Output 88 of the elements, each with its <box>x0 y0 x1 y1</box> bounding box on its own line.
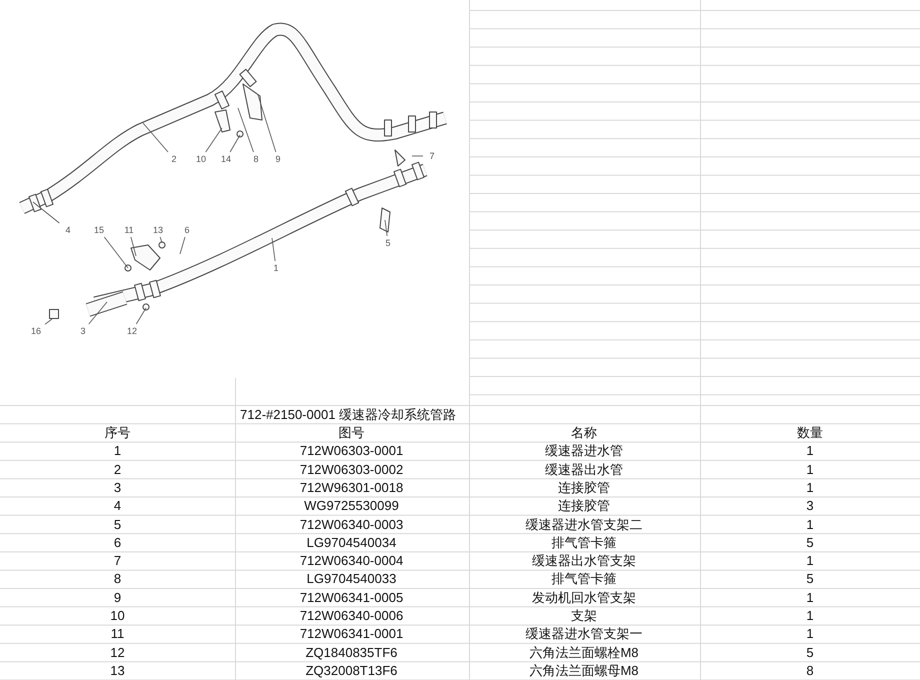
column-header: 图号 <box>338 424 366 442</box>
item-number: 1 <box>112 442 122 460</box>
part-number: 712W06303-0002 <box>298 460 404 479</box>
callout-number: 10 <box>193 153 209 165</box>
column-header: 序号 <box>104 424 132 442</box>
quantity: 1 <box>805 552 815 570</box>
leader-line <box>136 308 146 324</box>
leader-line <box>160 236 162 244</box>
leader-line <box>88 302 108 324</box>
callout-number: 12 <box>124 325 140 337</box>
item-number: 9 <box>112 588 122 607</box>
part-number: ZQ32008T13F6 <box>304 662 398 680</box>
quantity: 1 <box>805 516 815 534</box>
leader-line <box>130 236 136 256</box>
part-number: LG9704540034 <box>306 534 398 552</box>
part-number: ZQ1840835TF6 <box>304 644 398 662</box>
callout-number: 16 <box>28 325 44 337</box>
column-header: 数量 <box>796 424 824 442</box>
quantity: 5 <box>805 534 815 552</box>
table-title: 712-#2150-0001 缓速器冷却系统管路 <box>240 406 456 424</box>
quantity: 1 <box>805 442 815 460</box>
item-number: 6 <box>112 534 122 552</box>
leader-line <box>180 236 186 254</box>
quantity: 5 <box>805 644 815 662</box>
quantity: 1 <box>805 588 815 607</box>
item-number: 7 <box>112 552 122 570</box>
part-number: 712W06340-0006 <box>298 607 404 625</box>
part-name: 缓速器进水管支架二 <box>524 516 644 534</box>
item-number: 10 <box>109 607 126 625</box>
column-header: 名称 <box>570 424 598 442</box>
part-name: 缓速器出水管 <box>544 460 624 479</box>
part-number: 712W96301-0018 <box>298 478 404 497</box>
item-number: 12 <box>109 644 126 662</box>
callout-number: 6 <box>179 224 195 236</box>
quantity: 3 <box>805 497 815 516</box>
callout-number: 7 <box>424 150 440 162</box>
callout-number: 8 <box>248 153 264 165</box>
part-name: 连接胶管 <box>557 497 611 516</box>
part-number: 712W06341-0001 <box>298 625 404 644</box>
callout-number: 2 <box>166 153 182 165</box>
callout-number: 4 <box>60 224 76 236</box>
leader-line <box>44 318 52 325</box>
part-name: 缓速器进水管支架一 <box>524 625 644 644</box>
callout-number: 9 <box>270 153 286 165</box>
item-number: 8 <box>112 570 122 588</box>
callout-number: 11 <box>121 224 137 236</box>
quantity: 1 <box>805 607 815 625</box>
callout-number: 13 <box>150 224 166 236</box>
part-number: 712W06341-0005 <box>298 588 404 607</box>
part-number: 712W06303-0001 <box>298 442 404 460</box>
leader-line <box>205 128 222 152</box>
item-number: 2 <box>112 460 122 479</box>
part-name: 支架 <box>570 607 598 625</box>
callout-number: 14 <box>218 153 234 165</box>
part-name: 六角法兰面螺母M8 <box>528 662 640 680</box>
part-name: 排气管卡箍 <box>550 570 618 588</box>
item-number: 11 <box>110 625 126 644</box>
item-number: 5 <box>112 516 122 534</box>
leader-line <box>258 94 276 152</box>
part-name: 六角法兰面螺栓M8 <box>528 644 640 662</box>
item-number: 4 <box>112 497 122 516</box>
part-name: 排气管卡箍 <box>550 534 618 552</box>
callout-number: 5 <box>380 237 396 249</box>
quantity: 1 <box>805 460 815 479</box>
leader-line <box>142 122 168 152</box>
leader-line <box>230 134 240 152</box>
leader-line <box>104 236 128 268</box>
callout-number: 3 <box>75 325 91 337</box>
quantity: 8 <box>805 662 815 680</box>
part-number: 712W06340-0004 <box>298 552 404 570</box>
leader-line <box>272 238 276 262</box>
item-number: 13 <box>109 662 126 680</box>
leader-line <box>238 108 254 152</box>
quantity: 1 <box>805 478 815 497</box>
part-name: 缓速器出水管支架 <box>531 552 637 570</box>
callout-number: 1 <box>268 262 284 274</box>
callout-number: 15 <box>91 224 107 236</box>
part-number: LG9704540033 <box>306 570 398 588</box>
part-number: WG9725530099 <box>303 497 400 516</box>
part-name: 缓速器进水管 <box>544 442 624 460</box>
leader-line <box>384 220 388 236</box>
item-number: 3 <box>112 478 122 497</box>
quantity: 1 <box>805 625 815 644</box>
part-name: 发动机回水管支架 <box>531 588 637 607</box>
quantity: 5 <box>805 570 815 588</box>
part-name: 连接胶管 <box>557 478 611 497</box>
leader-line <box>32 202 60 224</box>
part-number: 712W06340-0003 <box>298 516 404 534</box>
